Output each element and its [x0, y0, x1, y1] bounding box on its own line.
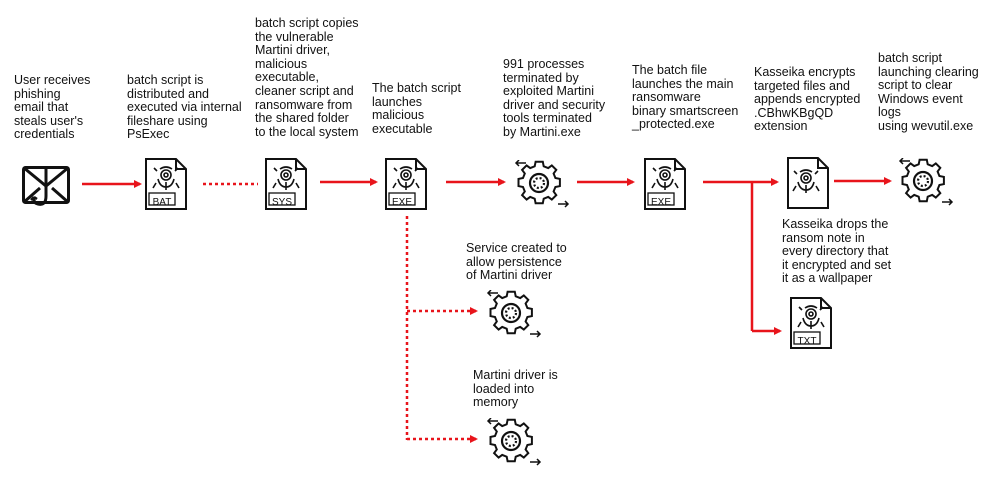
- step-processes-terminated-label: 991 processes terminated by exploited Ma…: [503, 57, 606, 139]
- phishing-email-icon: [22, 166, 70, 206]
- step-service-created-label: Service created to allow persistence of …: [466, 241, 567, 283]
- step-driver-loaded-label: Martini driver is loaded into memory: [473, 368, 558, 410]
- step-ransom-note-label: Kasseika drops the ransom note in every …: [782, 217, 892, 286]
- step-launches-ransomware-label: The batch file launches the main ransomw…: [632, 63, 739, 132]
- step-phishing-label: User receives phishing email that steals…: [14, 73, 91, 142]
- exe-file-icon-2: [644, 158, 686, 210]
- step-encrypts-label: Kasseika encrypts targeted files and app…: [754, 65, 861, 134]
- gear-icon-driver: [486, 418, 542, 466]
- step-batch-distributed-label: batch script is distributed and executed…: [127, 73, 242, 142]
- gear-icon-clear-logs: [898, 158, 954, 206]
- sys-file-icon: [265, 158, 307, 210]
- gear-icon-service: [486, 290, 542, 338]
- gear-icon-terminate: [514, 160, 570, 208]
- exe-file-icon: [385, 158, 427, 210]
- step-batch-copies-label: batch script copies the vulnerable Marti…: [255, 16, 359, 139]
- bat-file-icon: [145, 158, 187, 210]
- step-launches-exe-label: The batch script launches malicious exec…: [372, 81, 461, 136]
- file-tag-bat: BAT: [152, 197, 172, 208]
- txt-file-icon: [790, 297, 832, 349]
- file-tag-sys: SYS: [271, 197, 292, 208]
- encrypted-file-icon: [787, 157, 829, 209]
- file-tag-exe-2: EXE: [650, 197, 671, 208]
- step-clear-logs-label: batch script launching clearing script t…: [878, 51, 979, 133]
- file-tag-txt: TXT: [797, 336, 817, 347]
- file-tag-exe: EXE: [391, 197, 412, 208]
